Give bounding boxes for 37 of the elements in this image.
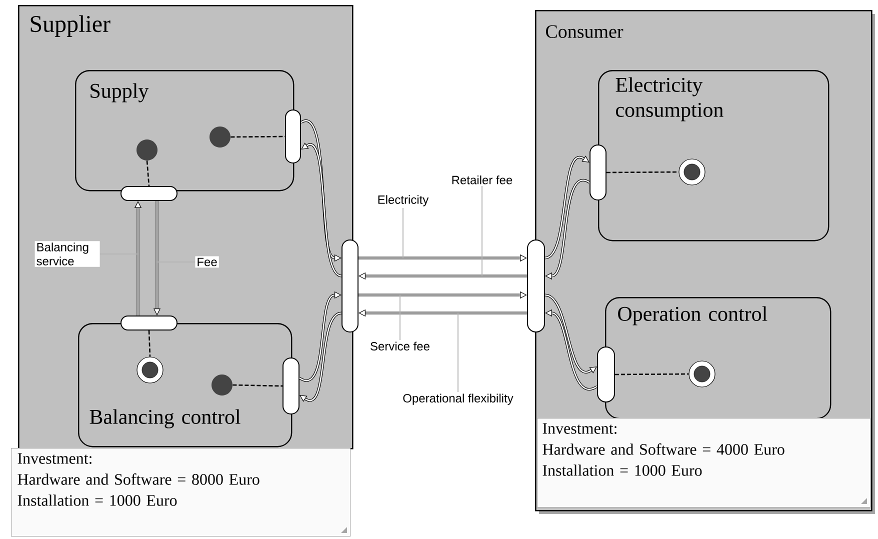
dependency-line <box>615 373 689 376</box>
dependency-line <box>230 136 286 138</box>
dependency-line <box>232 384 283 387</box>
end-stimulus <box>688 360 716 388</box>
port-capsule <box>285 110 301 164</box>
flow-label: Retailer fee <box>450 174 514 186</box>
port-capsule <box>527 240 545 332</box>
flow-label: Service fee <box>368 340 432 352</box>
start-stimulus <box>212 374 232 396</box>
activity-box: Supply <box>75 70 294 192</box>
value-transfer <box>301 142 342 278</box>
port-capsule <box>597 346 615 402</box>
activity-box: Operation control <box>605 297 832 420</box>
end-stimulus <box>678 158 706 186</box>
port-capsule <box>590 144 606 200</box>
activity-box: Electricity consumption <box>598 70 830 242</box>
flow-label: Operational flexibility <box>401 392 515 406</box>
port-capsule <box>282 358 300 414</box>
value-transfer <box>300 312 342 402</box>
dependency-line <box>606 171 679 174</box>
port-capsule <box>342 240 358 332</box>
value-transfer <box>299 291 342 382</box>
value-transfer <box>545 179 590 280</box>
start-stimulus <box>210 126 230 148</box>
flow-label: Fee <box>195 256 219 268</box>
flow-label: Balancing service <box>34 241 100 267</box>
note-box: Investment: Hardware and Software = 8000 Euro Installation = 1000 Euro <box>11 448 351 537</box>
activity-box: Balancing control <box>78 323 292 448</box>
dependency-line <box>146 160 150 186</box>
leader-line <box>402 208 404 258</box>
value-transfer <box>544 156 590 260</box>
note-box: Investment: Hardware and Software = 4000 Euro Installation = 1000 Euro <box>537 418 871 508</box>
flow-label: Electricity <box>376 194 430 208</box>
end-stimulus <box>136 356 164 384</box>
value-transfer <box>544 294 597 374</box>
start-stimulus <box>136 140 158 160</box>
dependency-line <box>148 330 151 357</box>
